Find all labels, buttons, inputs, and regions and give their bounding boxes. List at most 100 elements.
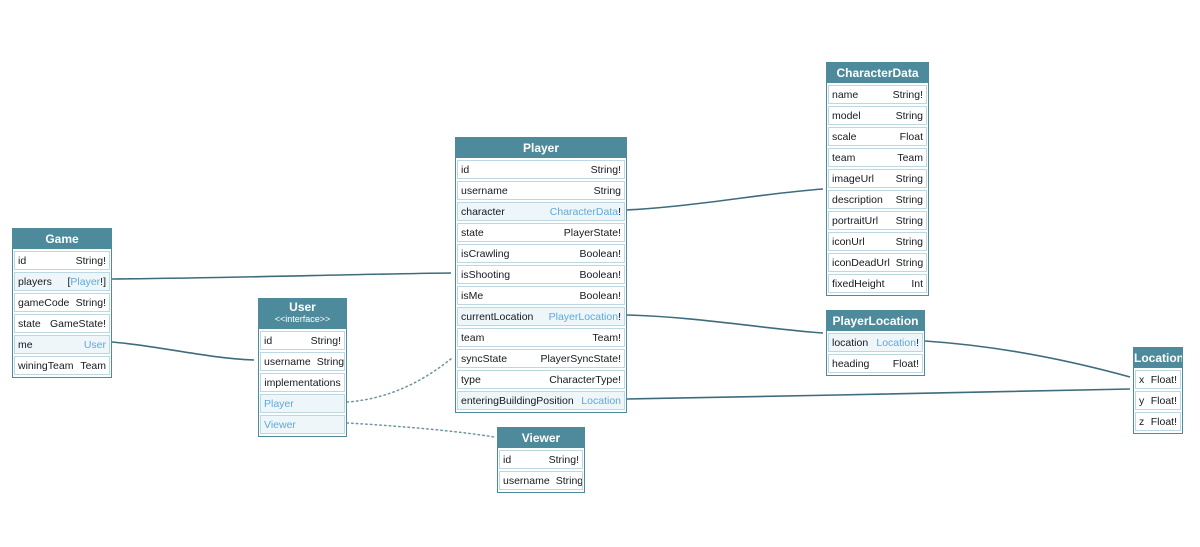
field-type-link[interactable]: Location — [876, 336, 917, 349]
field-name: name — [832, 88, 859, 101]
table-header-PlayerLocation[interactable]: PlayerLocation — [827, 311, 924, 331]
field-name: username — [461, 184, 508, 197]
field-type: String — [896, 110, 923, 122]
field-type: String! — [311, 335, 341, 347]
field-name: id — [264, 334, 273, 347]
field-type-text: String — [316, 355, 345, 368]
field-type: CharacterType! — [549, 374, 621, 386]
field-type-text: Float — [899, 130, 923, 143]
field-name: username — [264, 355, 311, 368]
field-name: enteringBuildingPosition — [461, 394, 574, 407]
field-type-text: [ — [67, 275, 71, 288]
field-name: isShooting — [461, 268, 511, 281]
field-row-isMe[interactable]: isMe Boolean! — [457, 286, 625, 305]
field-type: [Player!] — [67, 276, 106, 288]
field-row-username[interactable]: username String — [457, 181, 625, 200]
field-row-username[interactable]: username String — [260, 352, 345, 371]
field-name: me — [18, 338, 33, 351]
field-row-Viewer[interactable]: Viewer — [260, 415, 345, 434]
field-row-implementations[interactable]: implementations — [260, 373, 345, 392]
field-type-text: String — [593, 184, 621, 197]
edge-Player.currentLocation-to-PlayerLocation — [626, 314, 824, 334]
field-type: Team — [80, 360, 106, 372]
field-name: syncState — [461, 352, 508, 365]
field-name: id — [461, 163, 470, 176]
field-type: Float — [900, 131, 923, 143]
table-header-Player[interactable]: Player — [456, 138, 626, 158]
table-header-Viewer[interactable]: Viewer — [498, 428, 584, 448]
field-type-text: String! — [75, 296, 106, 309]
field-type-text: ! — [618, 310, 621, 323]
field-type-text: Float! — [1150, 415, 1177, 428]
field-row-me[interactable]: me User — [14, 335, 110, 354]
type-table-User[interactable]: User<<interface>> id String!username String… — [258, 298, 347, 437]
field-row-id[interactable]: id String! — [260, 331, 345, 350]
field-name: isMe — [461, 289, 484, 302]
field-type-link[interactable]: PlayerLocation — [548, 310, 619, 323]
field-type: GameState! — [50, 318, 106, 330]
field-type-text: !] — [100, 275, 106, 288]
table-header-Location[interactable]: Location — [1134, 348, 1182, 368]
table-header-User[interactable]: User<<interface>> — [259, 299, 346, 329]
table-header-Game[interactable]: Game — [13, 229, 111, 249]
implementation-link[interactable]: Viewer — [264, 418, 296, 431]
field-type-link[interactable]: CharacterData — [549, 205, 619, 218]
field-row-players[interactable]: players[Player!] — [14, 272, 110, 291]
field-row-Player[interactable]: Player — [260, 394, 345, 413]
field-name: description — [832, 193, 883, 206]
field-type-link[interactable]: Location — [581, 394, 621, 407]
edge-Player.enteringBuildingPosition-to-Location — [626, 388, 1131, 400]
field-type-link[interactable]: Player — [70, 275, 101, 288]
field-type: Float! — [893, 358, 919, 370]
implementation-link[interactable]: Player — [264, 397, 294, 410]
field-type: Float! — [1151, 416, 1177, 428]
field-type-text: Boolean! — [579, 289, 621, 302]
field-row-enteringBuildingPosition[interactable]: enteringBuildingPosition Location — [457, 391, 625, 410]
field-type-link[interactable]: User — [83, 338, 106, 351]
field-name: state — [461, 226, 484, 239]
field-type-text: ! — [618, 205, 621, 218]
table-header-CharacterData[interactable]: CharacterData — [827, 63, 928, 83]
field-name: username — [503, 474, 550, 487]
table-title: Game — [45, 232, 79, 246]
